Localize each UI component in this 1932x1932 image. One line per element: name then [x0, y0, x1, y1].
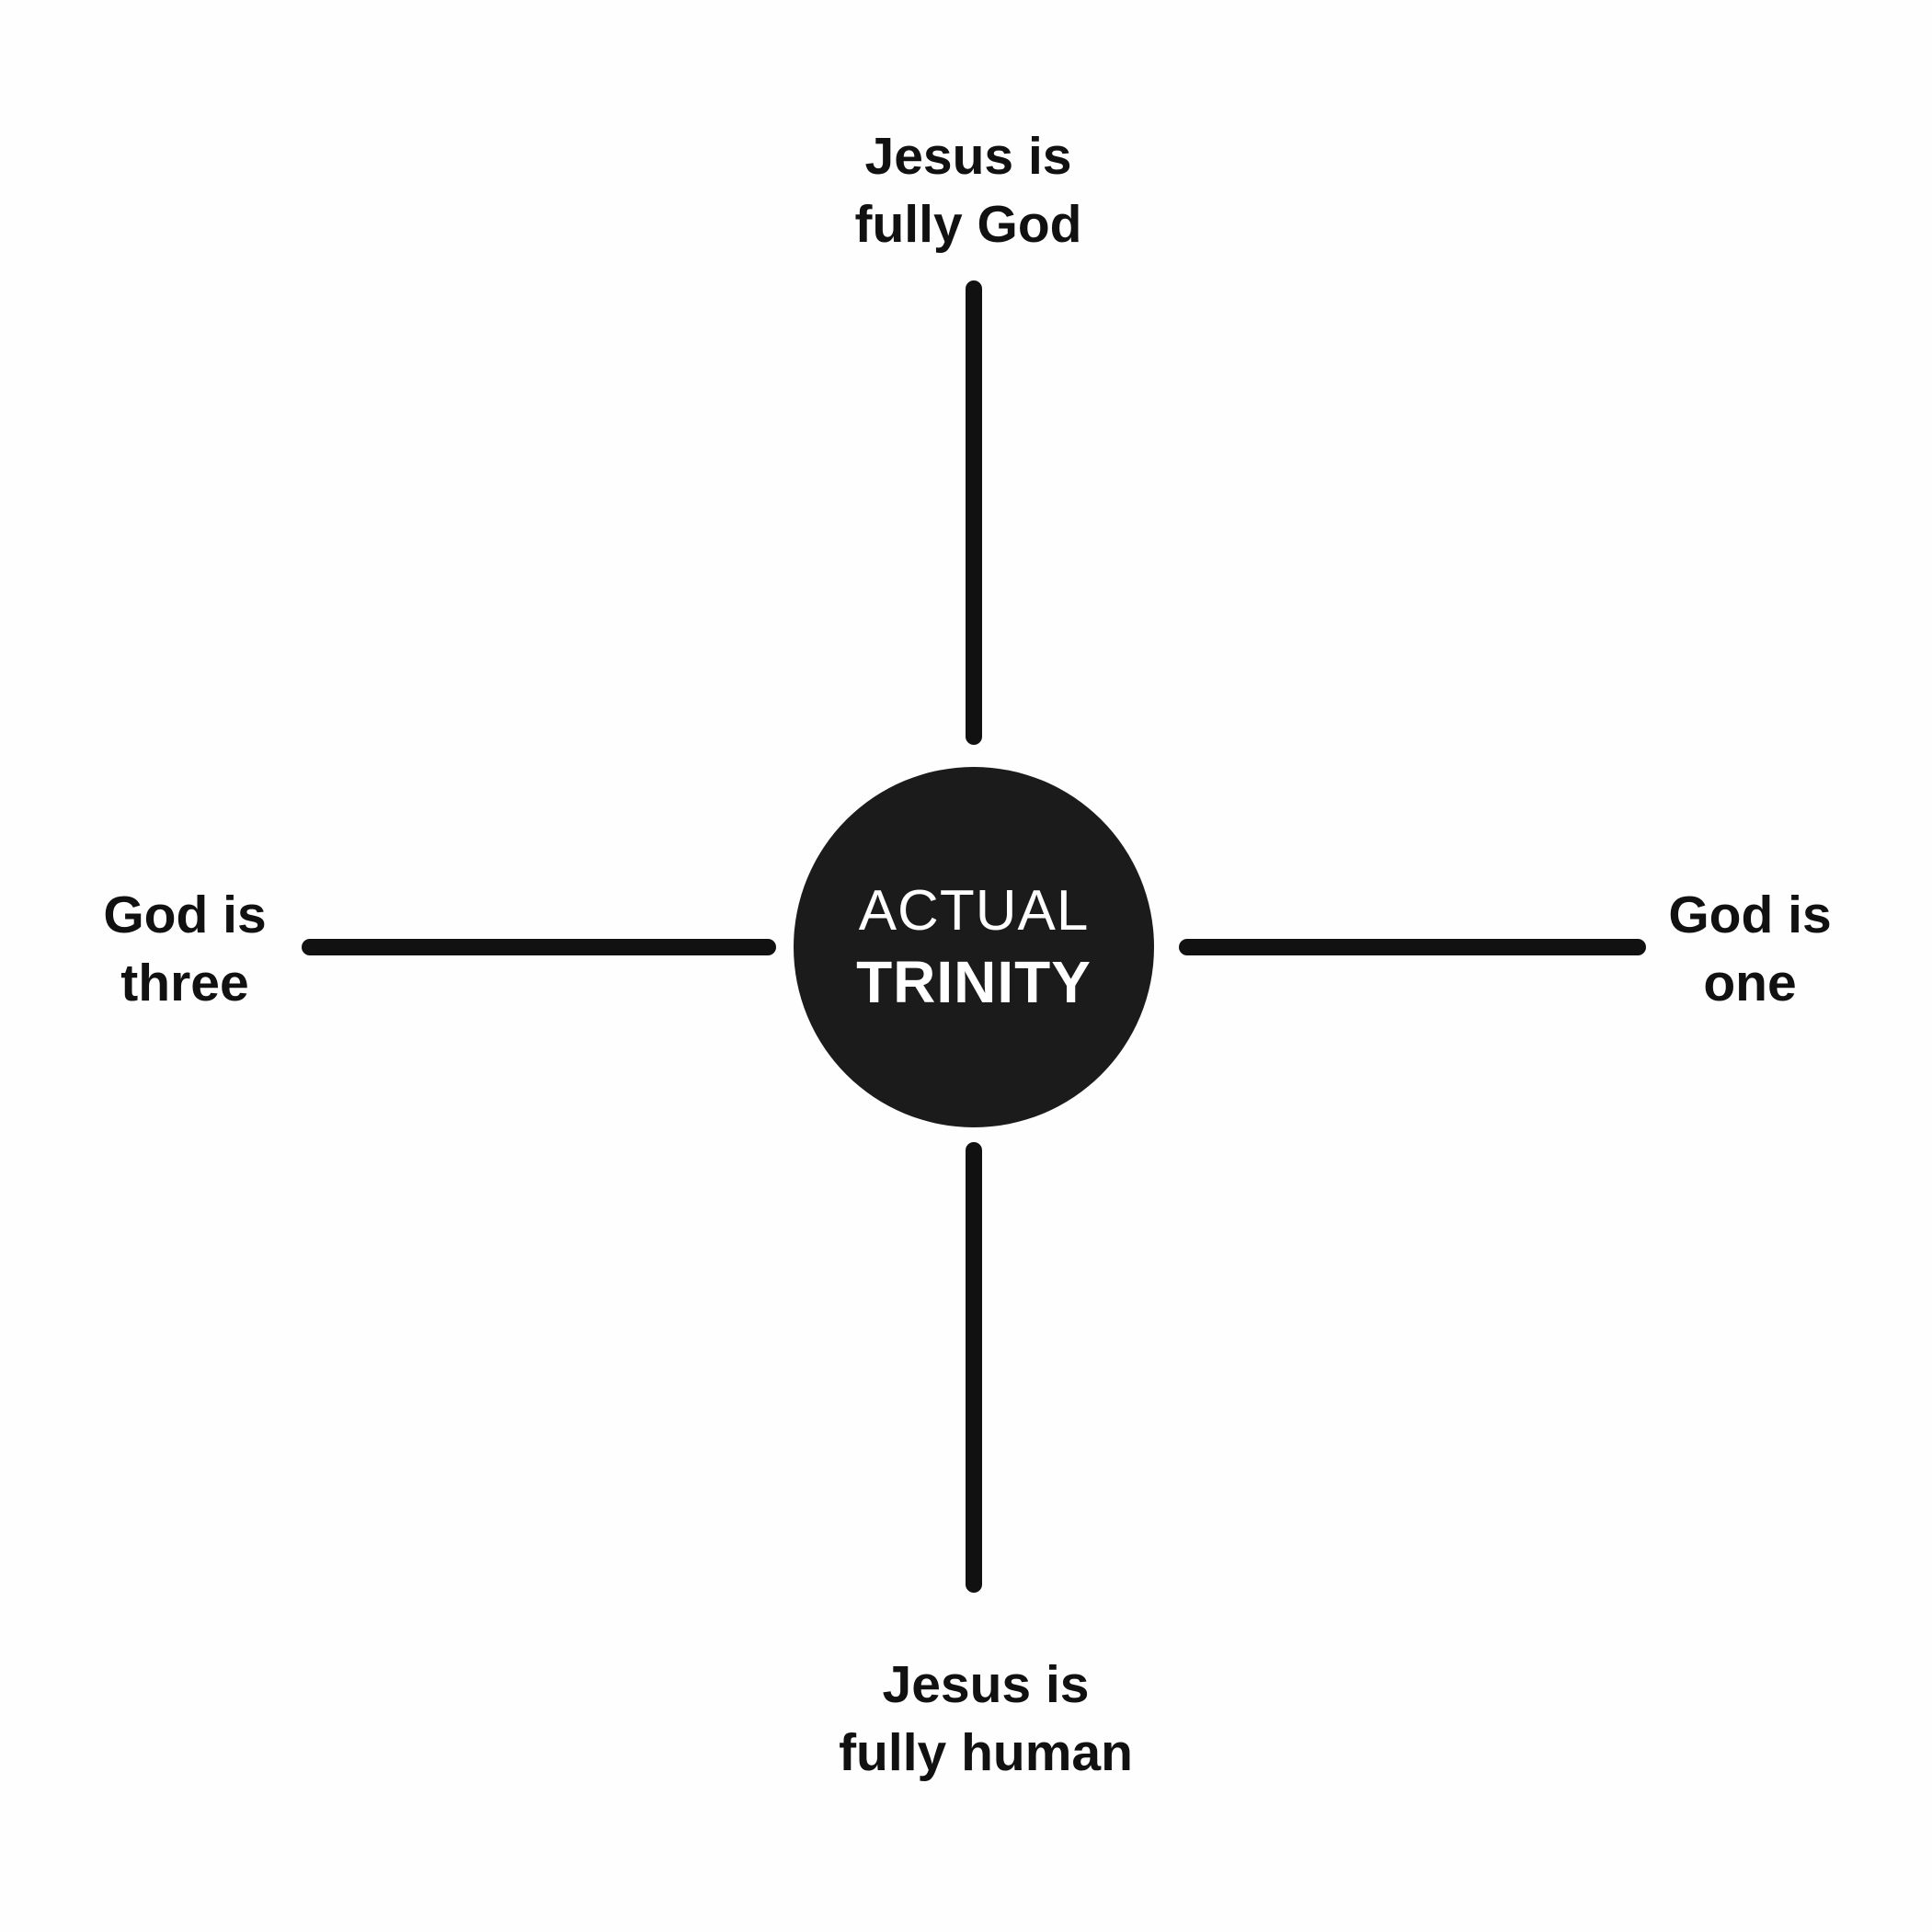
label-left-line2: three — [120, 954, 249, 1013]
label-left-line1: God is — [103, 886, 267, 944]
label-top-jesus-fully-god: Jesus is fully God — [855, 122, 1082, 258]
label-bottom-line2: fully human — [839, 1723, 1133, 1783]
label-top-line1: Jesus is — [864, 127, 1072, 186]
axis-line-left — [302, 939, 776, 955]
axis-line-bottom — [966, 1142, 982, 1593]
label-right-god-is-one: God is one — [1668, 881, 1831, 1017]
axis-line-top — [966, 280, 982, 745]
label-bottom-jesus-fully-human: Jesus is fully human — [839, 1651, 1133, 1787]
label-bottom-line1: Jesus is — [882, 1655, 1090, 1714]
axis-line-right — [1179, 939, 1646, 955]
center-label-trinity: TRINITY — [856, 948, 1092, 1015]
label-right-line1: God is — [1668, 886, 1832, 944]
label-top-line2: fully God — [854, 195, 1082, 255]
center-circle: ACTUAL TRINITY — [794, 767, 1154, 1127]
center-label-actual: ACTUAL — [858, 878, 1090, 943]
label-right-line2: one — [1703, 954, 1797, 1013]
label-left-god-is-three: God is three — [103, 881, 266, 1017]
